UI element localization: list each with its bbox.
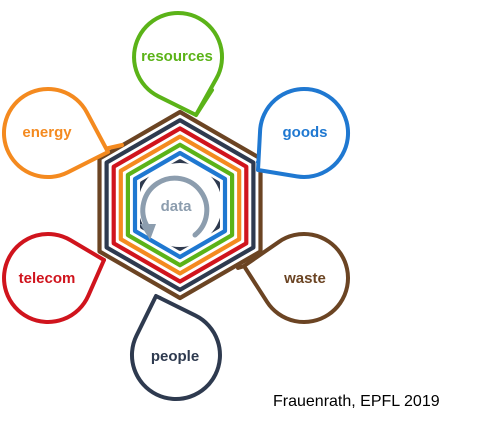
- cycle-arrowhead-icon: [140, 224, 156, 240]
- hex-ring-resources: [125, 142, 235, 268]
- center-label: data: [161, 198, 193, 215]
- petal-loops: [2, 11, 351, 401]
- petal-loop-resources: [132, 11, 225, 117]
- hex-ring-telecom: [111, 126, 249, 284]
- hex-ring-people: [140, 159, 220, 251]
- hex-ring-energy: [118, 134, 242, 276]
- petal-loop-energy: [2, 87, 110, 179]
- credit-text: Frauenrath, EPFL 2019: [273, 393, 440, 410]
- petal-loop-goods: [256, 87, 351, 179]
- petal-loop-people: [130, 294, 222, 401]
- hex-ring-people: [104, 118, 256, 292]
- node-label-goods: goods: [283, 124, 328, 141]
- hex-ring-goods: [132, 150, 228, 260]
- node-label-telecom: telecom: [19, 270, 76, 287]
- petal-loop-waste: [242, 232, 350, 324]
- petal-loop-telecom: [2, 232, 106, 324]
- node-label-waste: waste: [283, 270, 326, 287]
- refresh-cycle-icon: [140, 175, 210, 238]
- node-label-people: people: [151, 348, 199, 365]
- node-label-energy: energy: [22, 124, 72, 141]
- node-label-resources: resources: [141, 48, 213, 65]
